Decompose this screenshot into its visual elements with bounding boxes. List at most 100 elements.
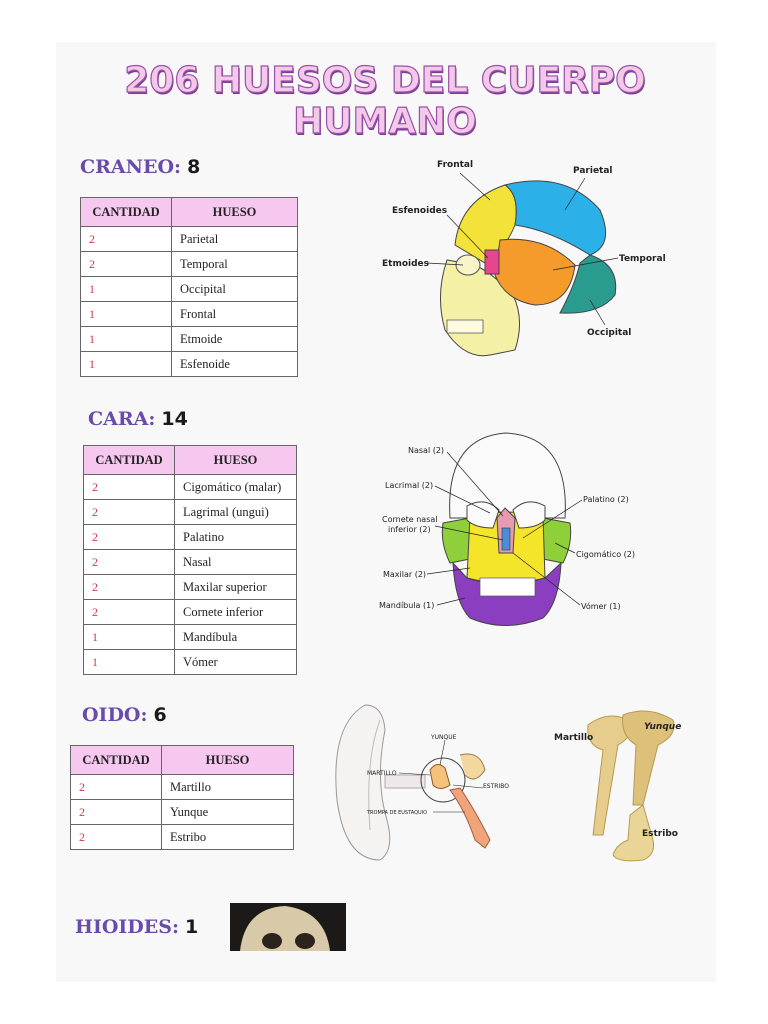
quantity-cell: 2: [83, 599, 175, 625]
section-cara-heading: CARA:14: [88, 408, 188, 430]
label-vomer: Vómer (1): [581, 601, 621, 611]
bone-cell: Etmoide: [171, 326, 298, 352]
quantity-cell: 1: [80, 351, 172, 377]
quantity-cell: 2: [83, 474, 175, 500]
label-estribo: ESTRIBO: [483, 783, 509, 790]
section-count: 14: [161, 408, 188, 430]
col-header-hueso: HUESO: [161, 745, 294, 775]
label-nasal: Nasal (2): [408, 446, 444, 455]
bone-cell: Occipital: [171, 276, 298, 302]
quantity-cell: 2: [70, 824, 162, 850]
section-count: 6: [153, 704, 167, 726]
label-estribo-ossicle: Estribo: [642, 829, 678, 839]
bone-cell: Vómer: [174, 649, 297, 675]
label-palatino: Palatino (2): [583, 495, 629, 504]
section-count: 1: [184, 916, 199, 938]
section-label: CARA:: [88, 408, 156, 430]
label-yunque-ossicle: Yunque: [644, 722, 681, 732]
quantity-cell: 2: [83, 524, 175, 550]
label-cornete-1: Cornete nasal: [382, 515, 438, 524]
col-header-cantidad: CANTIDAD: [83, 445, 175, 475]
label-cigomatico: Cigomático (2): [576, 550, 635, 559]
col-header-cantidad: CANTIDAD: [70, 745, 162, 775]
skull-photo: [230, 903, 346, 951]
bone-cell: Maxilar superior: [174, 574, 297, 600]
bone-cell: Parietal: [171, 226, 298, 252]
section-count: 8: [187, 156, 201, 178]
section-label: HIOIDES:: [75, 916, 179, 938]
label-martillo-ossicle: Martillo: [554, 733, 593, 743]
quantity-cell: 2: [83, 499, 175, 525]
quantity-cell: 1: [80, 301, 172, 327]
label-yunque: YUNQUE: [430, 734, 457, 741]
bone-cell: Cornete inferior: [174, 599, 297, 625]
section-label: CRANEO:: [80, 156, 182, 178]
label-etmoides: Etmoides: [382, 259, 429, 269]
bone-cell: Temporal: [171, 251, 298, 277]
quantity-cell: 2: [80, 251, 172, 277]
label-occipital: Occipital: [587, 328, 631, 338]
skull-frontal-figure: Nasal (2) Lacrimal (2) Cornete nasal inf…: [379, 432, 635, 626]
label-parietal: Parietal: [573, 166, 613, 176]
quantity-cell: 2: [83, 549, 175, 575]
quantity-cell: 2: [70, 774, 162, 800]
bone-cell: Palatino: [174, 524, 297, 550]
col-header-hueso: HUESO: [171, 197, 298, 227]
label-esfenoides: Esfenoides: [392, 206, 447, 216]
quantity-cell: 1: [80, 276, 172, 302]
section-craneo-heading: CRANEO:8: [80, 156, 200, 178]
bone-cell: Lagrimal (ungui): [174, 499, 297, 525]
col-header-hueso: HUESO: [174, 445, 297, 475]
section-hioides-heading: HIOIDES:1: [75, 916, 198, 938]
bone-cell: Esfenoide: [171, 351, 298, 377]
quantity-cell: 2: [70, 799, 162, 825]
bone-cell: Mandíbula: [174, 624, 297, 650]
quantity-cell: 1: [83, 649, 175, 675]
quantity-cell: 2: [83, 574, 175, 600]
section-oido-heading: OIDO:6: [82, 704, 167, 726]
label-frontal: Frontal: [437, 160, 473, 170]
bone-cell: Martillo: [161, 774, 294, 800]
skull-lateral-figure: Frontal Parietal Esfenoides Etmoides Tem…: [382, 160, 666, 357]
page-title: 206 HUESOS DEL CUERPO HUMANO: [124, 59, 647, 142]
bone-cell: Cigomático (malar): [174, 474, 297, 500]
label-mandibula: Mandíbula (1): [379, 601, 434, 610]
label-martillo: MARTILLO: [367, 770, 397, 777]
quantity-cell: 1: [83, 624, 175, 650]
bone-cell: Estribo: [161, 824, 294, 850]
bone-cell: Frontal: [171, 301, 298, 327]
quantity-cell: 1: [80, 326, 172, 352]
col-header-cantidad: CANTIDAD: [80, 197, 172, 227]
label-maxilar: Maxilar (2): [383, 570, 426, 579]
bone-cell: Nasal: [174, 549, 297, 575]
ear-figure: YUNQUE MARTILLO ESTRIBO TROMPA DE EUSTAQ…: [335, 704, 509, 861]
label-lacrimal: Lacrimal (2): [385, 481, 433, 490]
quantity-cell: 2: [80, 226, 172, 252]
section-label: OIDO:: [82, 704, 148, 726]
label-cornete-2: inferior (2): [388, 525, 431, 534]
ossicles-figure: Martillo Yunque Estribo: [554, 710, 681, 862]
label-trompa: TROMPA DE EUSTAQUIO: [366, 810, 427, 816]
